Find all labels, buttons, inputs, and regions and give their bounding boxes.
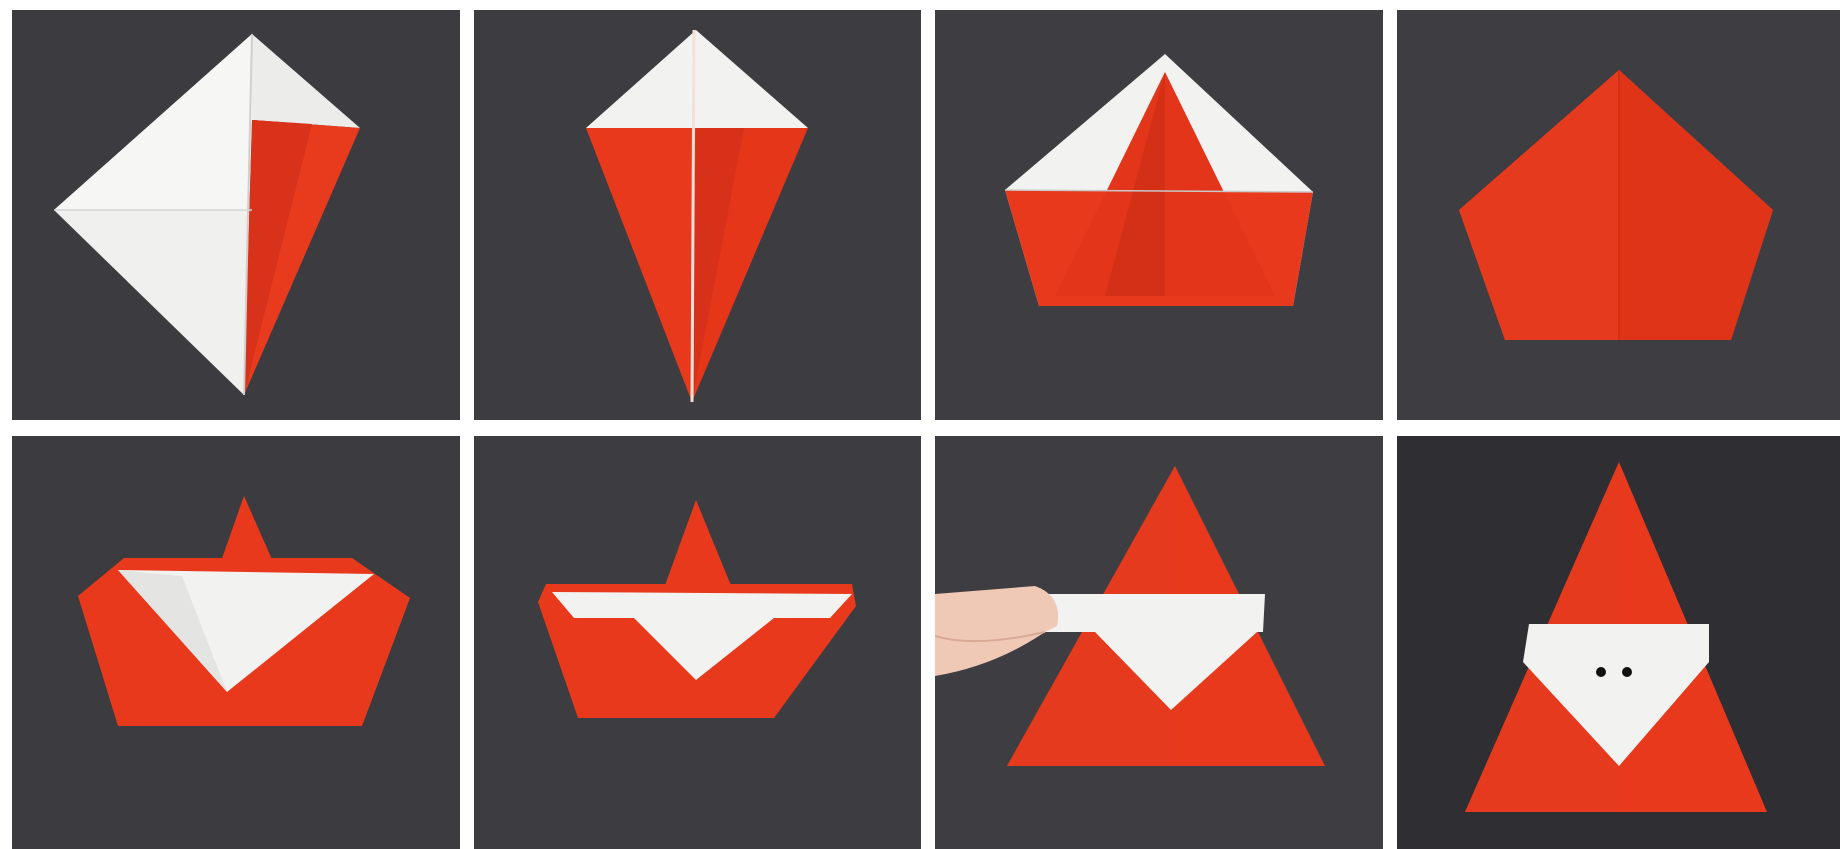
step-6-photo <box>474 436 921 849</box>
step-4-illustration <box>1397 10 1840 420</box>
step-5-illustration <box>12 436 460 849</box>
step-2-illustration <box>474 10 921 420</box>
santa-hat-band <box>1523 624 1709 662</box>
right-eye <box>1622 667 1632 677</box>
step-8-illustration <box>1397 436 1840 849</box>
step-4-photo <box>1397 10 1840 420</box>
step-6-illustration <box>474 436 921 849</box>
step-3-illustration <box>935 10 1383 420</box>
step-1-photo <box>12 10 460 420</box>
step-1-illustration <box>12 10 460 420</box>
step-7-illustration <box>935 436 1383 849</box>
step-5-photo <box>12 436 460 849</box>
step-8-photo <box>1397 436 1840 849</box>
step-7-photo <box>935 436 1383 849</box>
step-2-photo <box>474 10 921 420</box>
step-3-photo <box>935 10 1383 420</box>
white-band <box>552 592 852 618</box>
left-eye <box>1596 667 1606 677</box>
